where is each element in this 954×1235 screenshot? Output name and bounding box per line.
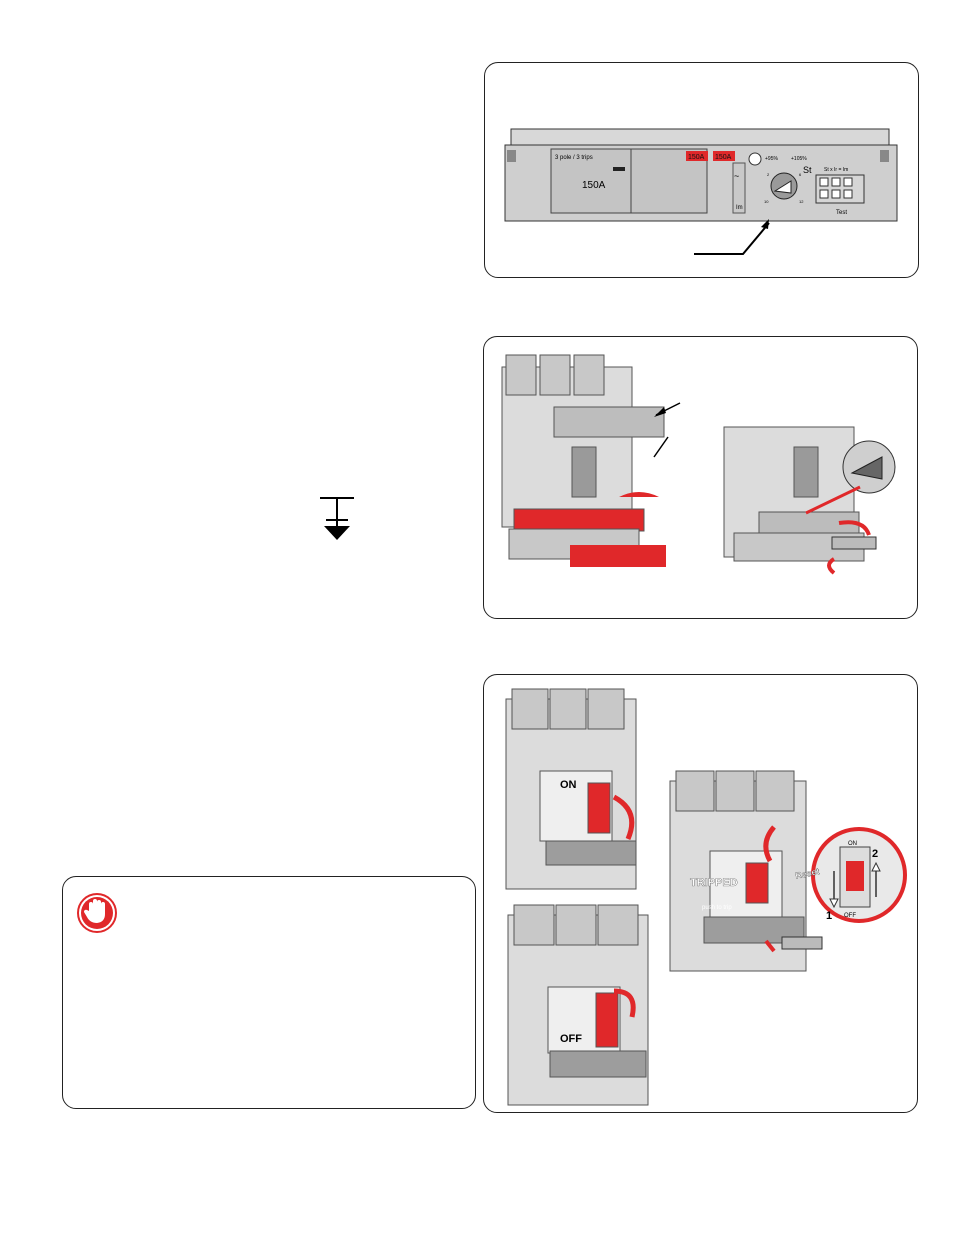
tilde-glyph: ~ xyxy=(734,171,739,181)
push-to-trip-label: push to trip xyxy=(702,905,732,911)
operation-drawing: ON OFF TRIPPED push to trip xyxy=(505,688,907,1106)
trip-unit-figure: 3 pole / 3 trips 150A 150A 150A Im ~ +95… xyxy=(484,62,919,278)
breaker-right xyxy=(723,426,865,562)
dial-pointer-icon xyxy=(773,180,792,194)
dial-mark: 2 xyxy=(767,172,770,177)
sealing-cover-figure xyxy=(483,336,918,619)
trip-unit-drawing: 3 pole / 3 trips 150A 150A 150A Im ~ +95… xyxy=(504,128,898,255)
tripped-label: TRIPPED xyxy=(690,877,738,889)
test-buttons xyxy=(819,177,853,199)
seal-cover xyxy=(570,545,666,567)
breaker-on xyxy=(505,688,637,890)
step-2-label: 2 xyxy=(872,848,878,860)
breaker-off xyxy=(507,904,649,1106)
test-label: Test xyxy=(836,210,847,216)
off-label: OFF xyxy=(560,1033,582,1045)
on-label: ON xyxy=(560,779,577,791)
poles-label: 3 pole / 3 trips xyxy=(555,155,593,161)
inset-on-label: ON xyxy=(848,841,857,847)
screwdriver-icon xyxy=(831,536,877,550)
warning-box xyxy=(62,876,476,1109)
ground-arrow-icon xyxy=(318,496,356,542)
sealing-drawing xyxy=(501,354,896,575)
dial-mark: 10 xyxy=(764,199,769,204)
badge-150a-1: 150A xyxy=(688,154,705,161)
im-label: Im xyxy=(736,205,743,211)
inset-off-label: OFF xyxy=(844,913,856,919)
pointer-arrow-icon xyxy=(694,222,770,255)
dial-mark: 12 xyxy=(799,199,804,204)
st-label: St xyxy=(803,165,812,175)
formula-label: St x Ir = Im xyxy=(824,167,848,173)
pct-high: +105% xyxy=(791,156,807,162)
pct-low: +95% xyxy=(765,156,778,162)
trip-tool-icon xyxy=(781,936,823,950)
stop-hand-icon xyxy=(77,893,117,933)
breaker-tripped xyxy=(669,770,807,972)
dial-mark: 6 xyxy=(799,172,802,177)
step-1-label: 1 xyxy=(826,910,832,922)
badge-150a-2: 150A xyxy=(715,154,732,161)
rating-label: 150A xyxy=(582,180,606,191)
breaker-left xyxy=(501,354,665,560)
operation-figure: ON OFF TRIPPED push to trip xyxy=(483,674,918,1113)
